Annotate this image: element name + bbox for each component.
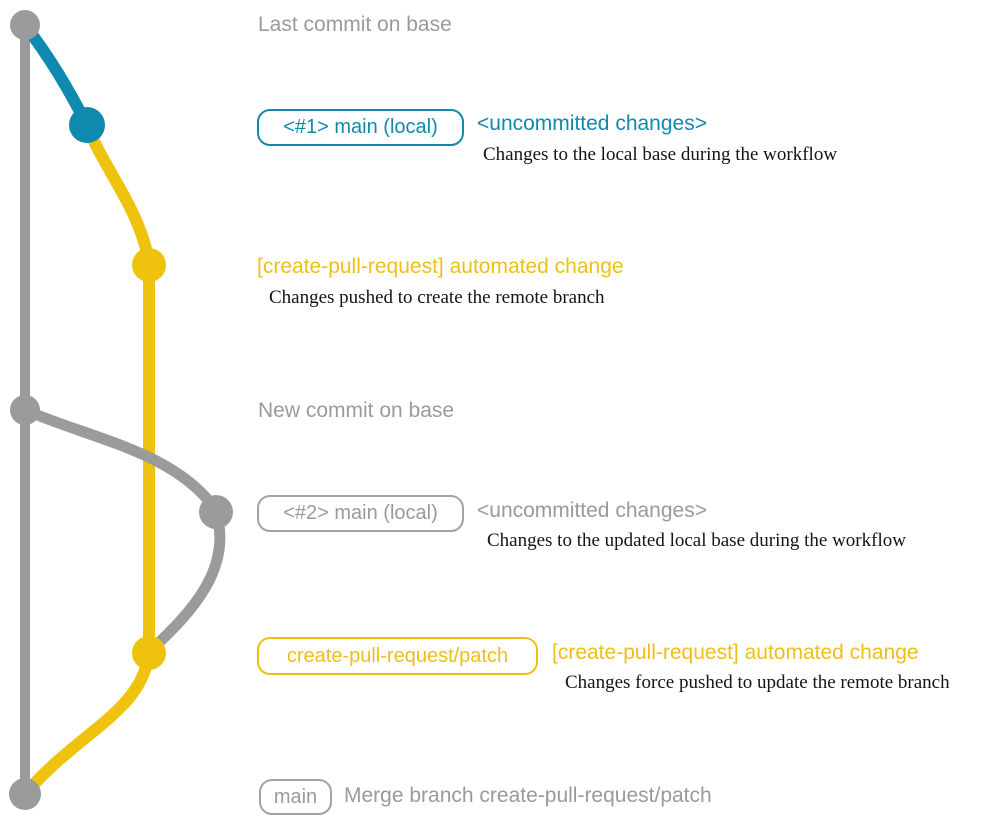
merge-commit-message: Merge branch create-pull-request/patch <box>344 784 712 807</box>
local2-to-patch-edge <box>145 506 226 656</box>
branch-tag-patch: create-pull-request/patch <box>257 637 538 675</box>
base-to-local2-edge <box>19 404 222 516</box>
automated-change-title-1: [create-pull-request] automated change <box>257 255 624 278</box>
new-commit-header: New commit on base <box>258 399 455 422</box>
branch-tag-main-local-1: <#1> main (local) <box>257 109 464 146</box>
automated-change-desc-1: Changes pushed to create the remote bran… <box>269 287 605 308</box>
node-uncommitted-1 <box>69 107 105 143</box>
branch-tag-main-local-2: <#2> main (local) <box>257 495 464 532</box>
automated-change-desc-2: Changes force pushed to update the remot… <box>565 672 950 693</box>
branch-tag-main: main <box>259 779 332 815</box>
commit-graph <box>9 10 233 810</box>
uncommitted-changes-desc-1: Changes to the local base during the wor… <box>483 144 838 165</box>
node-last-commit <box>10 10 40 40</box>
patch-branch-edge-top <box>81 119 155 269</box>
uncommitted-changes-note-1: <uncommitted changes> <box>477 112 707 135</box>
automated-change-title-2: [create-pull-request] automated change <box>552 641 919 664</box>
node-uncommitted-2 <box>199 495 233 529</box>
node-merge-commit <box>9 778 41 810</box>
node-automated-change-2 <box>132 636 166 670</box>
patch-branch-edge-merge <box>20 647 155 799</box>
uncommitted-changes-note-2: <uncommitted changes> <box>477 499 707 522</box>
node-new-commit <box>10 395 40 425</box>
last-commit-header: Last commit on base <box>258 13 452 36</box>
node-automated-change-1 <box>132 248 166 282</box>
uncommitted-changes-desc-2: Changes to the updated local base during… <box>487 530 906 551</box>
